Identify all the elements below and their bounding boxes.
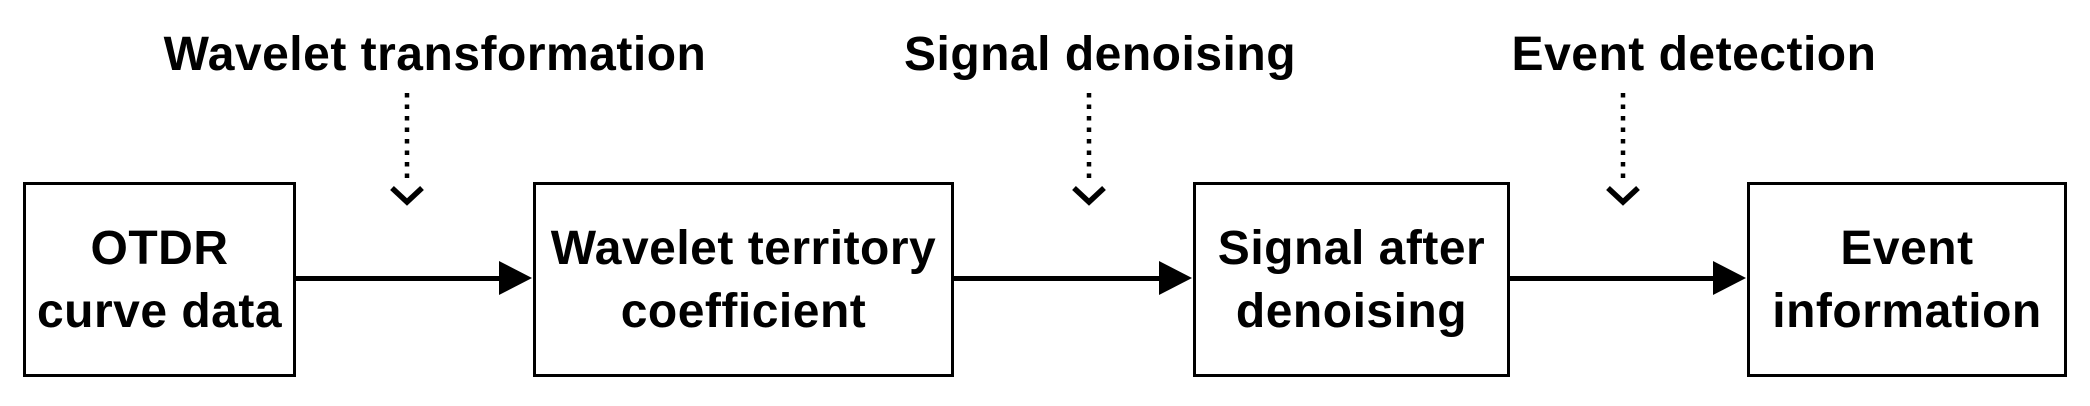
flow-box-signal-after-denoising: Signal after denoising <box>1193 182 1510 377</box>
box-label-line: information <box>1772 284 2042 338</box>
flow-arrow-right-icon <box>294 261 532 295</box>
arrow-shaft <box>294 276 502 281</box>
dotted-down-arrow-icon <box>1606 93 1640 206</box>
flow-arrow-right-icon <box>952 261 1192 295</box>
process-label-wavelet-transformation: Wavelet transformation <box>163 28 707 81</box>
arrow-head <box>1713 261 1746 295</box>
box-label-line: Signal after <box>1217 221 1486 275</box>
dotted-down-arrow-icon <box>390 93 424 206</box>
arrow-shaft <box>952 276 1162 281</box>
flow-box-event-information: Event information <box>1747 182 2067 377</box>
process-label-signal-denoising: Signal denoising <box>903 28 1297 81</box>
dotted-down-arrow-icon <box>1072 93 1106 206</box>
box-label-line: denoising <box>1235 284 1468 338</box>
flow-arrow-right-icon <box>1507 261 1746 295</box>
arrow-shaft <box>1507 276 1716 281</box>
box-label-line: OTDR <box>90 221 229 275</box>
flow-box-wavelet-territory-coefficient: Wavelet territory coefficient <box>533 182 954 377</box>
box-label-line: Event <box>1840 221 1974 275</box>
box-label-line: curve data <box>36 284 283 338</box>
box-label-line: coefficient <box>620 284 867 338</box>
box-label-line: Wavelet territory <box>550 221 937 275</box>
arrow-head <box>1159 261 1192 295</box>
arrow-head <box>499 261 532 295</box>
process-label-event-detection: Event detection <box>1511 28 1877 81</box>
flow-box-otdr-curve-data: OTDR curve data <box>23 182 296 377</box>
